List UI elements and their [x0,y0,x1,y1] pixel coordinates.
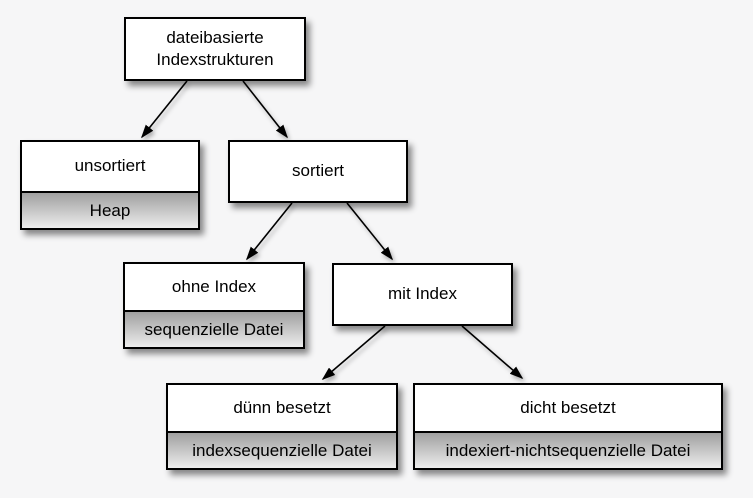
arrow-sortiert-to-mit-index [346,202,394,261]
node-dicht-besetzt-label: dicht besetzt [520,397,616,417]
node-unsortiert-sublabel: Heap [22,191,198,228]
arrow-sortiert-to-ohne-index [245,202,293,261]
arrow-mit-index-to-duenn-besetzt [321,325,386,381]
node-dateibasierte-indexstrukturen-label: dateibasierte Indexstrukturen [156,27,274,69]
node-sortiert: sortiert [228,140,408,203]
node-unsortiert-label: unsortiert [74,156,146,176]
node-sortiert-label: sortiert [292,161,344,181]
node-mit-index-label: mit Index [388,284,457,304]
node-duenn-besetzt: dünn besetzt indexsequenzielle Datei [166,383,398,470]
node-ohne-index: ohne Index sequenzielle Datei [123,262,305,349]
node-mit-index: mit Index [332,263,513,326]
arrow-mit-index-to-dicht-besetzt [461,325,524,380]
arrow-root-to-sortiert [242,80,288,139]
node-dateibasierte-indexstrukturen: dateibasierte Indexstrukturen [124,17,306,81]
node-duenn-besetzt-label: dünn besetzt [233,397,331,417]
node-duenn-besetzt-sublabel: indexsequenzielle Datei [168,431,396,468]
node-dicht-besetzt-sublabel: indexiert-nichtsequenzielle Datei [415,431,721,468]
node-ohne-index-sublabel: sequenzielle Datei [125,310,303,347]
node-ohne-index-label: ohne Index [171,276,257,296]
node-unsortiert: unsortiert Heap [20,140,200,230]
node-dicht-besetzt: dicht besetzt indexiert-nichtsequenziell… [413,383,723,470]
arrow-root-to-unsortiert [140,80,188,139]
